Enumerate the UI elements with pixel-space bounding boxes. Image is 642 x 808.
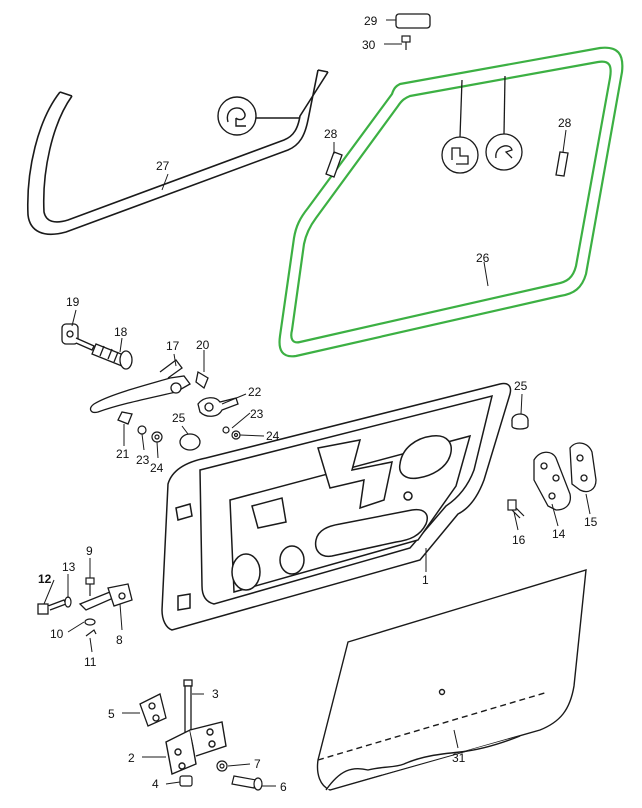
label-4: 4 [152, 777, 159, 791]
bolt-12 [37, 599, 67, 615]
label-30: 30 [362, 38, 376, 52]
plate-14 [533, 451, 572, 511]
door-shell-1 [161, 382, 512, 631]
label-2: 2 [128, 751, 135, 765]
plug-25-right [511, 413, 529, 430]
lock-cylinder-18 [91, 343, 133, 370]
label-19: 19 [66, 295, 80, 309]
label-10: 10 [50, 627, 64, 641]
plate-15 [569, 442, 597, 493]
label-29: 29 [364, 14, 378, 28]
label-24b: 24 [150, 461, 164, 475]
seal-profile-icons-26 [441, 75, 523, 174]
leader-lines [43, 19, 591, 787]
label-12: 12 [38, 572, 52, 586]
label-6: 6 [280, 780, 287, 794]
label-23b: 23 [136, 453, 150, 467]
label-1: 1 [422, 573, 429, 587]
label-18: 18 [114, 325, 128, 339]
door-handle-17 [89, 359, 191, 414]
label-13: 13 [62, 560, 76, 574]
plate-5 [139, 693, 167, 727]
label-17: 17 [166, 339, 180, 353]
label-24a: 24 [266, 429, 280, 443]
plug-25-left [179, 433, 201, 451]
label-27: 27 [156, 159, 170, 173]
bolt-16 [507, 499, 525, 519]
check-strap-8 [78, 583, 133, 611]
trim-panel-31 [316, 569, 587, 791]
label-22: 22 [248, 385, 262, 399]
key-19 [61, 323, 95, 351]
label-11: 11 [84, 655, 97, 669]
label-21: 21 [116, 447, 130, 461]
label-9: 9 [86, 544, 93, 558]
insert-28-left [325, 151, 343, 178]
spring-clip-20 [195, 370, 209, 390]
washer-13 [64, 596, 72, 608]
label-28a: 28 [324, 127, 338, 141]
button-21 [117, 411, 133, 425]
label-15: 15 [584, 515, 598, 529]
seal-profile-icon [217, 96, 300, 136]
washer-10 [84, 618, 96, 626]
label-5: 5 [108, 707, 115, 721]
label-16: 16 [512, 533, 526, 547]
door-frame-seal-26 [278, 46, 624, 358]
label-14: 14 [552, 527, 566, 541]
label-25a: 25 [172, 411, 186, 425]
label-8: 8 [116, 633, 123, 647]
clip-11 [85, 629, 97, 637]
label-26: 26 [476, 251, 490, 265]
label-31: 31 [452, 751, 466, 765]
bolt-3 [183, 679, 193, 733]
insert-28-right [555, 151, 569, 177]
seal-strip-27 [26, 69, 329, 236]
bracket-22 [197, 397, 239, 417]
label-20: 20 [196, 338, 210, 352]
pin-9 [85, 577, 95, 596]
washer-7 [216, 760, 228, 772]
part-labels: 1 2 3 4 5 6 7 8 9 10 11 12 13 14 15 16 1… [38, 14, 598, 794]
label-23a: 23 [250, 407, 264, 421]
label-3: 3 [212, 687, 219, 701]
clip-29 [395, 13, 431, 29]
bushing-4 [179, 775, 193, 787]
label-28b: 28 [558, 116, 572, 130]
screw-30 [401, 35, 411, 50]
label-25b: 25 [514, 379, 528, 393]
bolt-6 [231, 775, 263, 791]
hinge-2 [165, 721, 227, 775]
label-7: 7 [254, 757, 261, 771]
